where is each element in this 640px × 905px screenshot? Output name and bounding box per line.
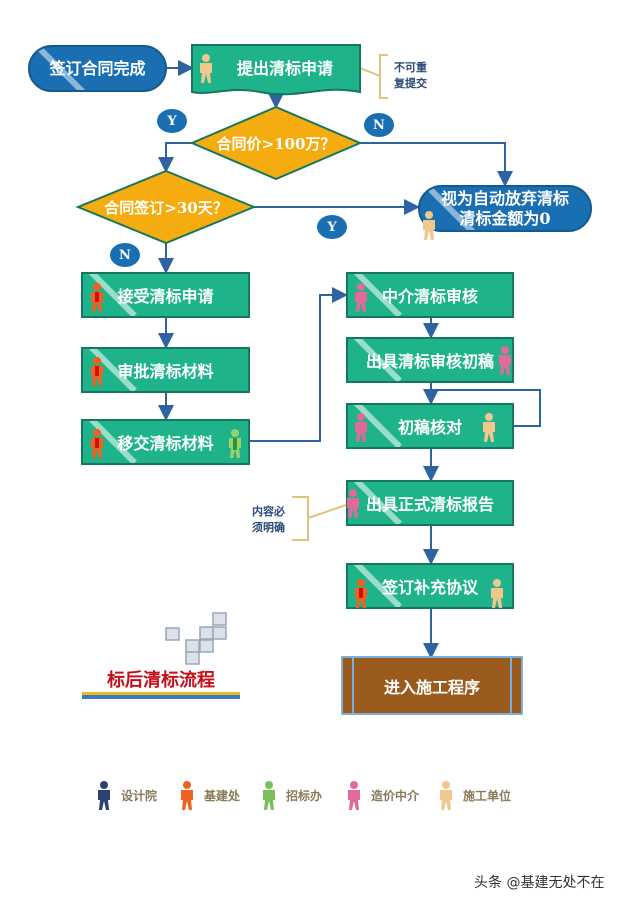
person-icon-contractor: [483, 413, 495, 442]
person-icon-infrastructure: [355, 579, 367, 608]
person-icon-tender-office: [229, 429, 241, 458]
arrow-price-yes: [158, 142, 192, 173]
title-bar-blue: [82, 695, 240, 699]
legend-label: 设计院: [121, 788, 158, 803]
note-no-resubmit: 不可重复提交: [394, 61, 427, 90]
yes-badge: Y: [317, 215, 347, 239]
decision-price-label: 合同价>100万？: [216, 135, 336, 153]
note-content-clear: 内容必须明确: [252, 505, 285, 534]
person-icon-infrastructure: [91, 357, 103, 386]
legend-item: 施工单位: [437, 780, 511, 810]
draft-node: 出具清标审核初稿: [346, 337, 514, 383]
person-icon: [440, 781, 452, 810]
person-icon-cost-agency: [355, 413, 367, 442]
person-icon-contractor: [491, 579, 503, 608]
decision-days-shape: [75, 169, 257, 245]
person-icon: [181, 781, 193, 810]
start-node: 签订合同完成: [28, 45, 167, 92]
person-icon-infrastructure: [91, 429, 103, 458]
legend-item: 设计院: [95, 780, 157, 810]
note-bracket-resubmit: [359, 54, 388, 99]
person-icon: [263, 781, 275, 810]
formal-report-node: 出具正式清标报告: [346, 480, 514, 526]
accept-node: 接受清标申请: [81, 272, 250, 318]
person-icon-cost-agency: [347, 489, 359, 518]
submit-shape: [191, 44, 361, 96]
approve-node: 审批清标材料: [81, 347, 250, 393]
diagram-title: 标后清标流程: [107, 670, 215, 691]
yes-badge: Y: [157, 109, 187, 133]
no-badge: N: [364, 113, 394, 137]
construction-node: 进入施工程序: [383, 677, 480, 697]
legend-label: 造价中介: [371, 788, 420, 803]
legend-item: 基建处: [178, 780, 240, 810]
agency-review-node: 中介清标审核: [346, 272, 514, 318]
watermark: 头条 @基建无处不在: [474, 875, 605, 891]
legend-item: 造价中介: [345, 780, 419, 810]
person-icon-contractor: [423, 211, 435, 240]
decision-days-label: 合同签订>30天？: [104, 199, 228, 217]
arrow-transfer-agency: [250, 287, 348, 442]
logo-squares: [165, 612, 227, 665]
note-bracket-content: [292, 496, 347, 541]
arrow-price-no: [360, 142, 513, 187]
loop-back: [431, 389, 541, 427]
person-icon-contractor: [200, 54, 212, 83]
submit-node: 提出清标申请: [236, 59, 333, 78]
legend-label: 施工单位: [463, 788, 512, 803]
no-badge: N: [110, 243, 140, 267]
legend-item: 招标办: [260, 780, 322, 810]
person-icon: [348, 781, 360, 810]
abandon-node: 视为自动放弃清标清标金额为0: [418, 185, 592, 232]
person-icon-infrastructure: [91, 283, 103, 312]
supplement-node: 签订补充协议: [346, 563, 514, 609]
transfer-node: 移交清标材料: [81, 419, 250, 465]
legend-label: 基建处: [204, 788, 241, 803]
person-icon-cost-agency: [355, 283, 367, 312]
title-bar-yellow: [82, 692, 240, 695]
decision-price-shape: [189, 105, 363, 181]
construction-shape: [341, 656, 523, 715]
person-icon: [98, 781, 110, 810]
legend-label: 招标办: [286, 788, 323, 803]
person-icon-cost-agency: [499, 346, 511, 375]
